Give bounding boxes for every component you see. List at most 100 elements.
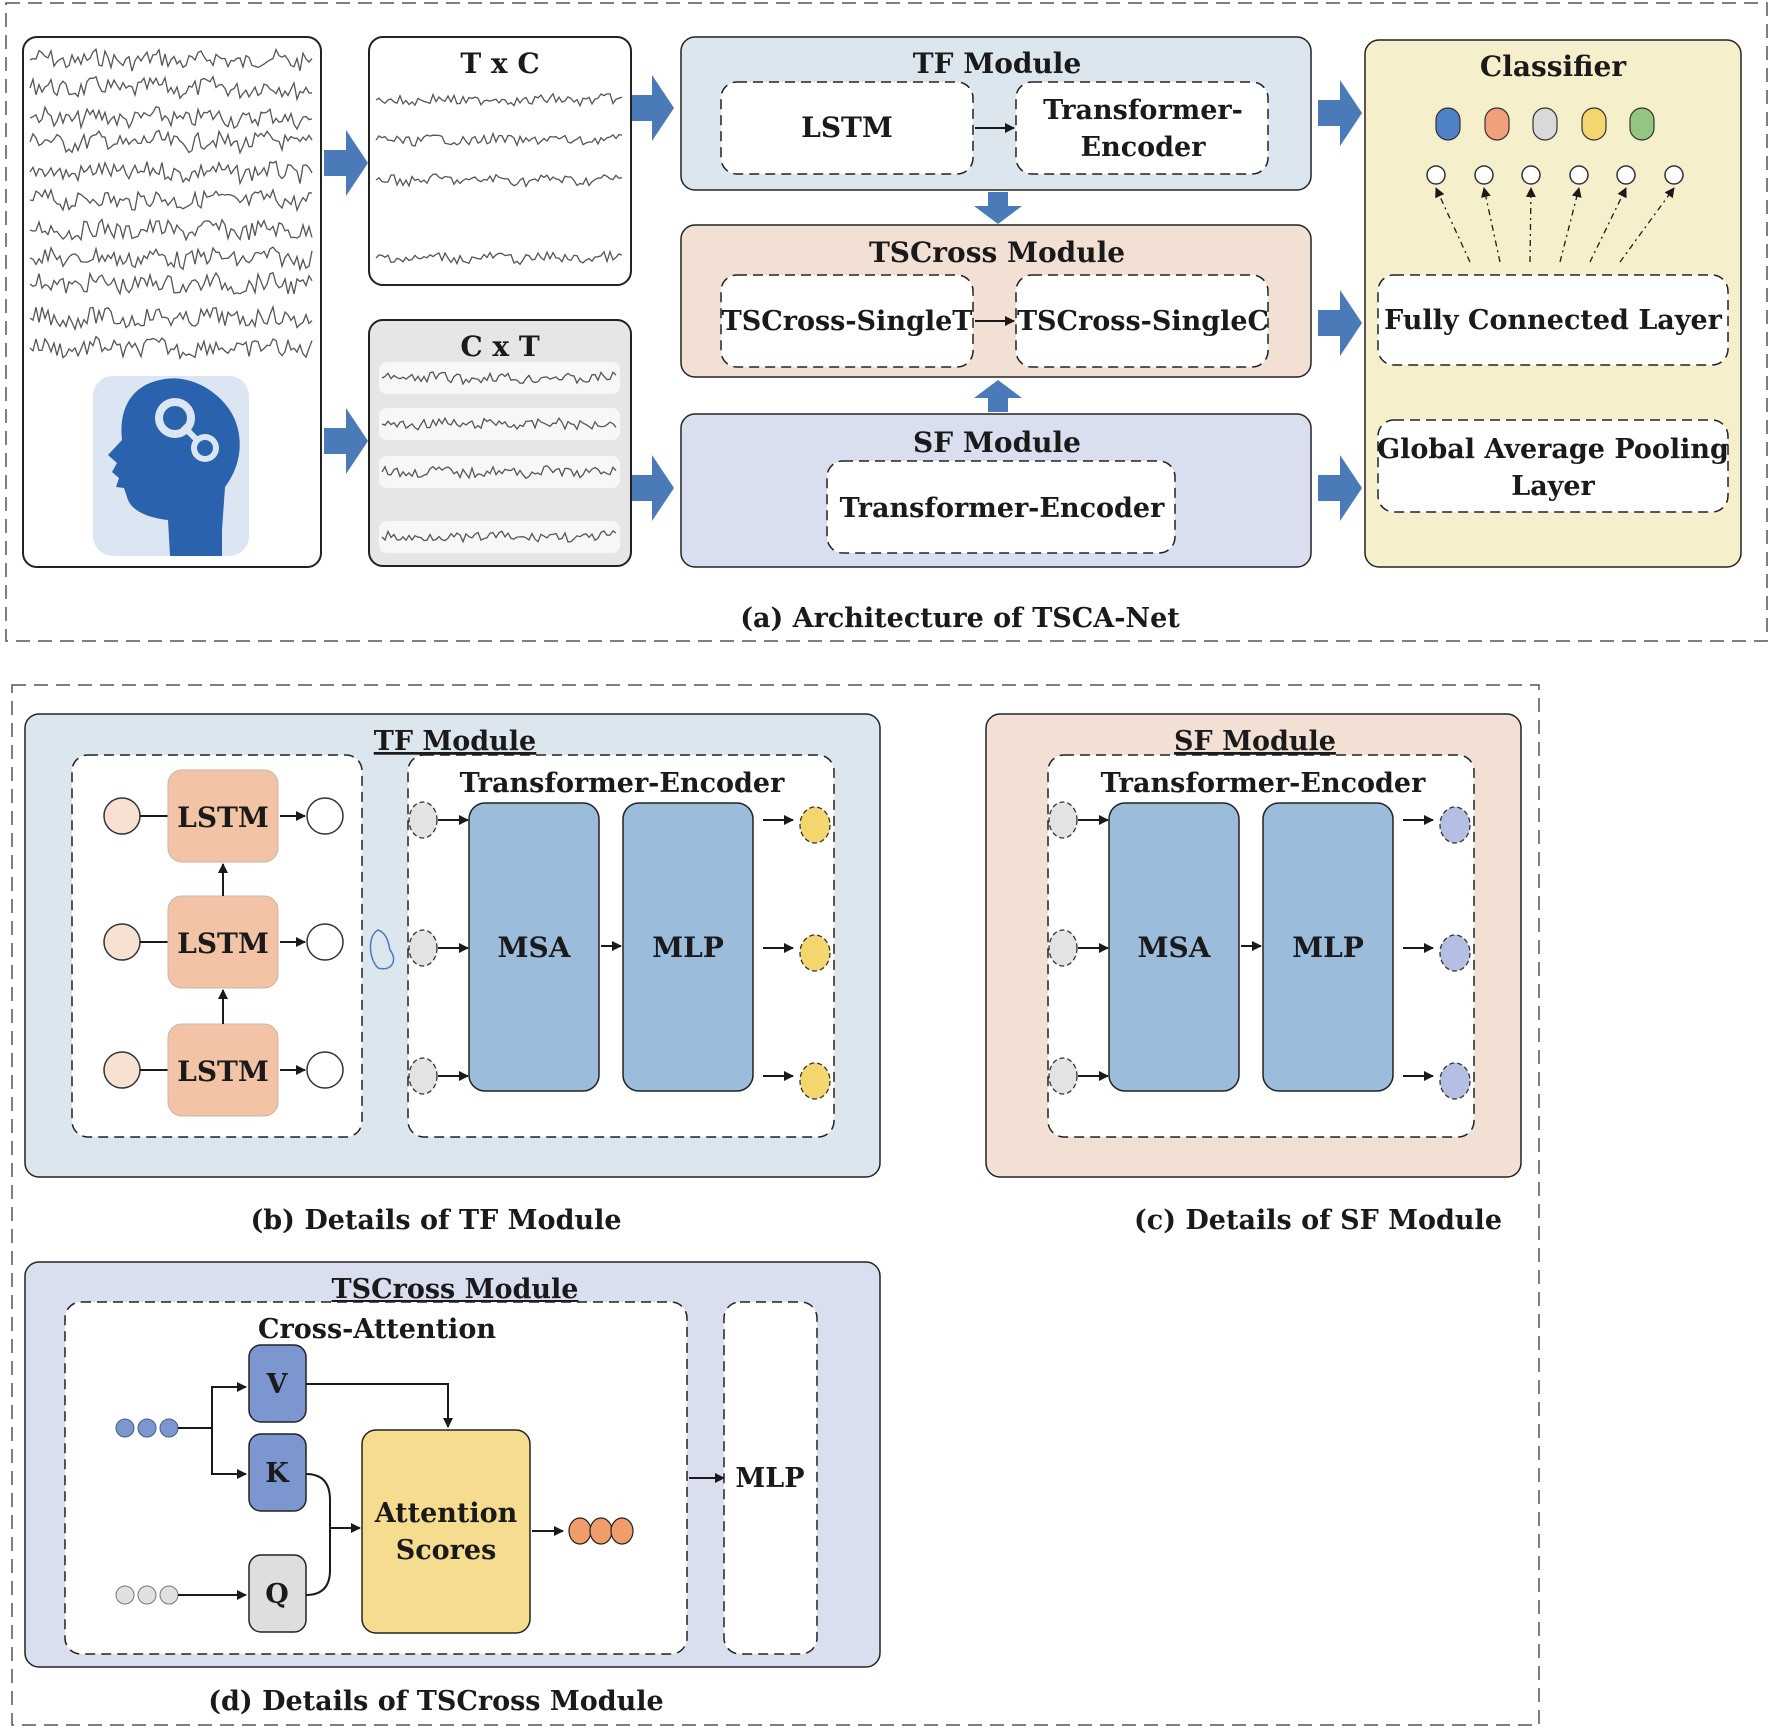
sf-detail-title: SF Module xyxy=(1174,726,1336,757)
gap-layer-box xyxy=(1377,419,1729,513)
panel-a-caption: (a) Architecture of TSCA-Net xyxy=(740,603,1180,634)
tf-detail-title: TF Module xyxy=(374,726,537,757)
eeg-trace-6 xyxy=(29,187,313,213)
query-label: Q xyxy=(265,1579,289,1610)
fully-connected-layer-box xyxy=(1377,274,1729,366)
arrow-txc-to-tf xyxy=(630,75,674,141)
lstm-input-2 xyxy=(103,923,141,961)
eeg-trace-9 xyxy=(29,271,313,296)
panel-a-frame xyxy=(5,2,1768,642)
tf-detail-msa-block xyxy=(468,802,600,1092)
tf-encoder-box xyxy=(1015,81,1269,175)
lstm-cell-1 xyxy=(167,769,279,863)
value-projection xyxy=(248,1344,307,1423)
sf-detail-mlp-block xyxy=(1262,802,1394,1092)
eeg-trace-5 xyxy=(29,160,313,186)
tf-detail-msa-label: MSA xyxy=(498,931,572,964)
key-value-input-tokens xyxy=(115,1418,179,1438)
arrow-tf-to-classifier xyxy=(1318,80,1362,146)
neuron-6 xyxy=(1664,165,1684,185)
lstm-output-1 xyxy=(306,797,344,835)
tf-encoder-detail-title: Transformer-Encoder xyxy=(460,768,785,799)
cross-attention-title: Cross-Attention xyxy=(258,1314,496,1345)
cxt-trace-1 xyxy=(381,371,617,386)
sf-detail-output-token-1 xyxy=(1439,806,1471,844)
cxt-label: C x T xyxy=(460,330,539,363)
txc-label: T x C xyxy=(460,47,539,80)
lstm-input-3 xyxy=(103,1051,141,1089)
sf-module-title: SF Module xyxy=(913,426,1081,459)
neuron-4 xyxy=(1569,165,1589,185)
tscross-module-title: TSCross Module xyxy=(869,236,1125,269)
tf-module-title: TF Module xyxy=(913,47,1082,80)
tf-encoder-internals: MSA MLP xyxy=(408,801,831,1100)
gap-layer-label-1: Global Average Pooling xyxy=(1377,434,1729,465)
eeg-trace-8 xyxy=(29,245,313,272)
fc-connection-5 xyxy=(1589,187,1627,263)
class-output-5 xyxy=(1629,107,1655,141)
gap-layer-label-2: Layer xyxy=(1511,471,1595,502)
lstm-output-3 xyxy=(306,1051,344,1089)
key-label: K xyxy=(265,1458,290,1489)
eeg-trace-10 xyxy=(29,304,313,332)
class-outputs xyxy=(1435,107,1655,141)
panel-bcd-frame xyxy=(11,684,1540,1726)
query-projection xyxy=(248,1554,307,1633)
cxt-channel-strips xyxy=(379,362,620,553)
lstm-cell-label-1: LSTM xyxy=(177,801,269,834)
neuron-2 xyxy=(1474,165,1494,185)
sf-detail-msa-label: MSA xyxy=(1138,931,1212,964)
tscross-singlec-label: TSCross-SingleC xyxy=(1017,306,1269,337)
sf-encoder-internals: MSA MLP xyxy=(1048,801,1471,1100)
tf-detail-mlp-block xyxy=(622,802,754,1092)
connector-icon xyxy=(369,929,395,970)
eeg-trace-2 xyxy=(29,75,313,102)
key-projection xyxy=(248,1433,307,1512)
sf-detail-output-token-3 xyxy=(1439,1062,1471,1100)
attention-output-tokens xyxy=(568,1517,634,1545)
arrow-tscross-to-classifier xyxy=(1318,290,1362,356)
sf-encoder-box xyxy=(826,460,1176,554)
sf-encoder-detail-title: Transformer-Encoder xyxy=(1101,768,1426,799)
txc-trace-3 xyxy=(375,173,623,188)
classifier-neurons xyxy=(1426,165,1684,263)
tf-encoder-label-2: Encoder xyxy=(1081,132,1207,163)
sf-detail-mlp-label: MLP xyxy=(1292,931,1364,964)
cxt-trace-4 xyxy=(381,529,617,544)
tscross-singlet-label: TSCross-SingleT xyxy=(722,306,973,337)
tscross-mlp-box xyxy=(723,1301,818,1655)
tf-detail-output-token-3 xyxy=(799,1062,831,1100)
sf-detail-output-token-2 xyxy=(1439,934,1471,972)
brain-head-icon xyxy=(93,376,249,556)
eeg-trace-3 xyxy=(29,105,313,131)
cxt-trace-2 xyxy=(381,416,617,431)
arrow-to-txc xyxy=(324,130,368,196)
tf-lstm-label: LSTM xyxy=(801,111,893,144)
cxt-trace-3 xyxy=(381,464,617,480)
sf-detail-input-token-2 xyxy=(1048,929,1078,967)
tscross-singlec-box xyxy=(1015,274,1269,368)
eeg-trace-1 xyxy=(29,47,313,72)
neuron-3 xyxy=(1521,165,1541,185)
arrow-to-cxt xyxy=(324,408,368,474)
fully-connected-layer-label: Fully Connected Layer xyxy=(1384,305,1723,336)
tf-detail-input-token-2 xyxy=(408,929,438,967)
neuron-5 xyxy=(1616,165,1636,185)
value-label: V xyxy=(266,1369,289,1400)
lstm-cell-label-2: LSTM xyxy=(177,927,269,960)
panel-d-caption: (d) Details of TSCross Module xyxy=(208,1686,663,1717)
arrow-tf-to-tscross xyxy=(974,192,1022,224)
arrow-cxt-to-sf xyxy=(630,455,674,521)
sf-detail-input-token-3 xyxy=(1048,1057,1078,1095)
class-output-3 xyxy=(1532,107,1558,141)
eeg-trace-4 xyxy=(29,129,313,155)
class-output-1 xyxy=(1435,107,1461,141)
tf-detail-mlp-label: MLP xyxy=(652,931,724,964)
attention-scores-label-1: Attention xyxy=(374,1498,518,1529)
lstm-input-1 xyxy=(103,797,141,835)
tf-detail-input-token-1 xyxy=(408,801,438,839)
tscross-mlp-label: MLP xyxy=(735,1463,804,1494)
arrow-sf-to-tscross xyxy=(974,380,1022,412)
